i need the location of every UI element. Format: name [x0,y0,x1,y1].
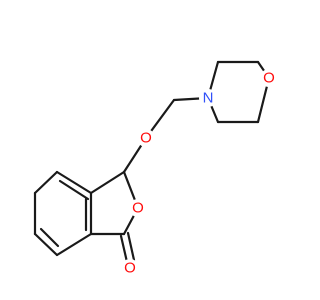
structure-diagram: N O O O O [33,60,278,277]
atom-O-ring: O [129,199,147,217]
bond-C1-Ocarbonyl-a [119,234,129,264]
atom-label-O-morpholine: O [263,70,275,87]
bond-aromatic-inner-2 [39,227,60,248]
bond-C6-C7 [33,232,59,257]
bond-C3a-C3 [89,170,126,195]
atom-label-O-ring: O [132,200,144,217]
atom-O-carbonyl: O [121,259,139,277]
atom-label-O-ether: O [140,130,152,147]
bond-C7-C7a [55,232,93,257]
bond-C3a-C4 [55,170,93,195]
atom-O-morpholine: O [260,69,278,87]
atom-N: N [199,89,217,107]
bond-C1-Ocarbonyl-b [126,231,136,262]
bond-C4-C5 [33,170,59,195]
atom-label-O-carbonyl: O [124,260,136,277]
atom-O-ether: O [137,129,155,147]
atom-label-layer: N O O O O [121,69,278,277]
atom-label-N: N [203,90,214,107]
bond-aromatic-inner-1 [58,179,90,201]
bond-layer [33,60,271,264]
